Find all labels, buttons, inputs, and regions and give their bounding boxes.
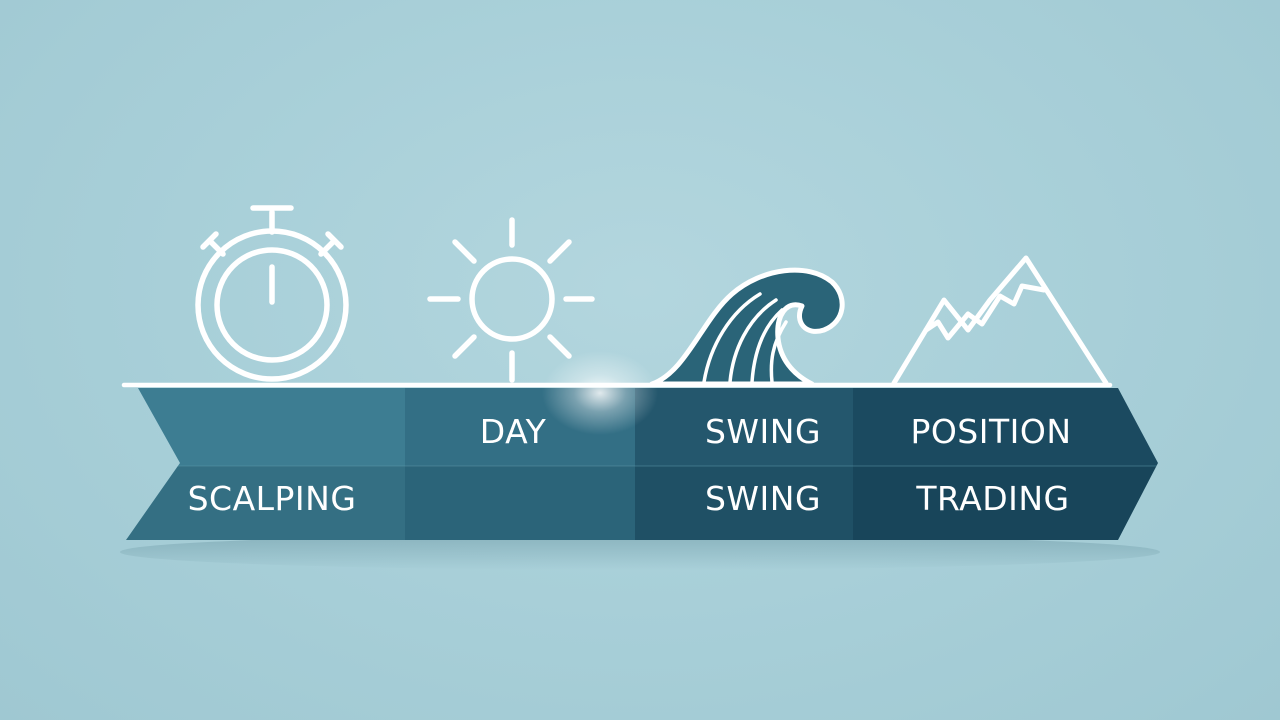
segment-position [853, 388, 1158, 540]
label-scalping-line2: SCALPING [188, 479, 357, 518]
arrow-band [126, 388, 1158, 540]
band-lower-shade [126, 466, 1158, 540]
segment-swing [635, 388, 853, 540]
label-position-line1: POSITION [910, 412, 1071, 451]
label-swing-line2: SWING [705, 479, 821, 518]
label-position-line2: TRADING [915, 479, 1069, 518]
sun-icon [427, 217, 595, 383]
arrow-shadow [120, 534, 1160, 570]
label-day-line1: DAY [480, 412, 547, 451]
stopwatch-icon [195, 205, 349, 382]
light-glow [542, 351, 658, 435]
mountain-icon [891, 255, 1109, 386]
wave-icon [649, 267, 845, 387]
label-swing-line1: SWING [705, 412, 821, 451]
